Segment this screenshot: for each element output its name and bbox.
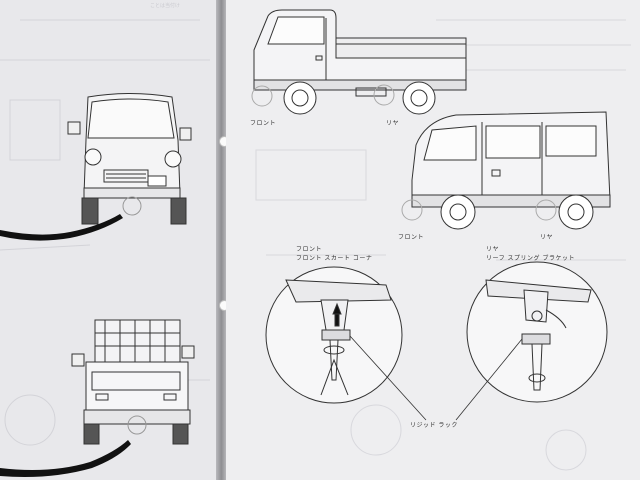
rigid-rack-callout: リジッド ラック	[410, 422, 458, 429]
van-front-label: フロント	[398, 234, 425, 241]
show-through-lines	[255, 19, 631, 471]
rear-detail-subtitle: リーフ スプリング ブラケット	[486, 255, 575, 262]
swoosh-top	[0, 214, 123, 241]
book-spine	[216, 0, 228, 480]
front-detail-subtitle: フロント スカート コーナ	[296, 255, 373, 262]
van-side-view	[401, 111, 611, 230]
vehicle-rear-view	[71, 319, 195, 445]
rear-detail-title: リヤ	[486, 246, 500, 253]
right-page-illustrations	[251, 9, 631, 471]
truck-side-view	[251, 9, 467, 115]
right-page: フロント リヤ フロント リヤ フロント フロント スカート コーナ リヤ リー…	[226, 0, 640, 480]
rear-spring-bracket-detail	[466, 261, 608, 403]
truck-front-label: フロント	[250, 120, 277, 127]
callout-leaders	[349, 335, 523, 421]
vehicle-front-view	[67, 93, 192, 225]
van-rear-label: リヤ	[540, 234, 554, 241]
front-skirt-detail	[265, 266, 403, 404]
left-page: ことは当付け	[0, 0, 218, 480]
top-fragment-text: ことは当付け	[150, 3, 181, 9]
show-through-lines	[0, 19, 210, 446]
left-page-illustrations	[0, 19, 210, 477]
front-detail-title: フロント	[296, 246, 323, 253]
truck-rear-label: リヤ	[386, 120, 400, 127]
swoosh-bottom	[0, 440, 131, 477]
